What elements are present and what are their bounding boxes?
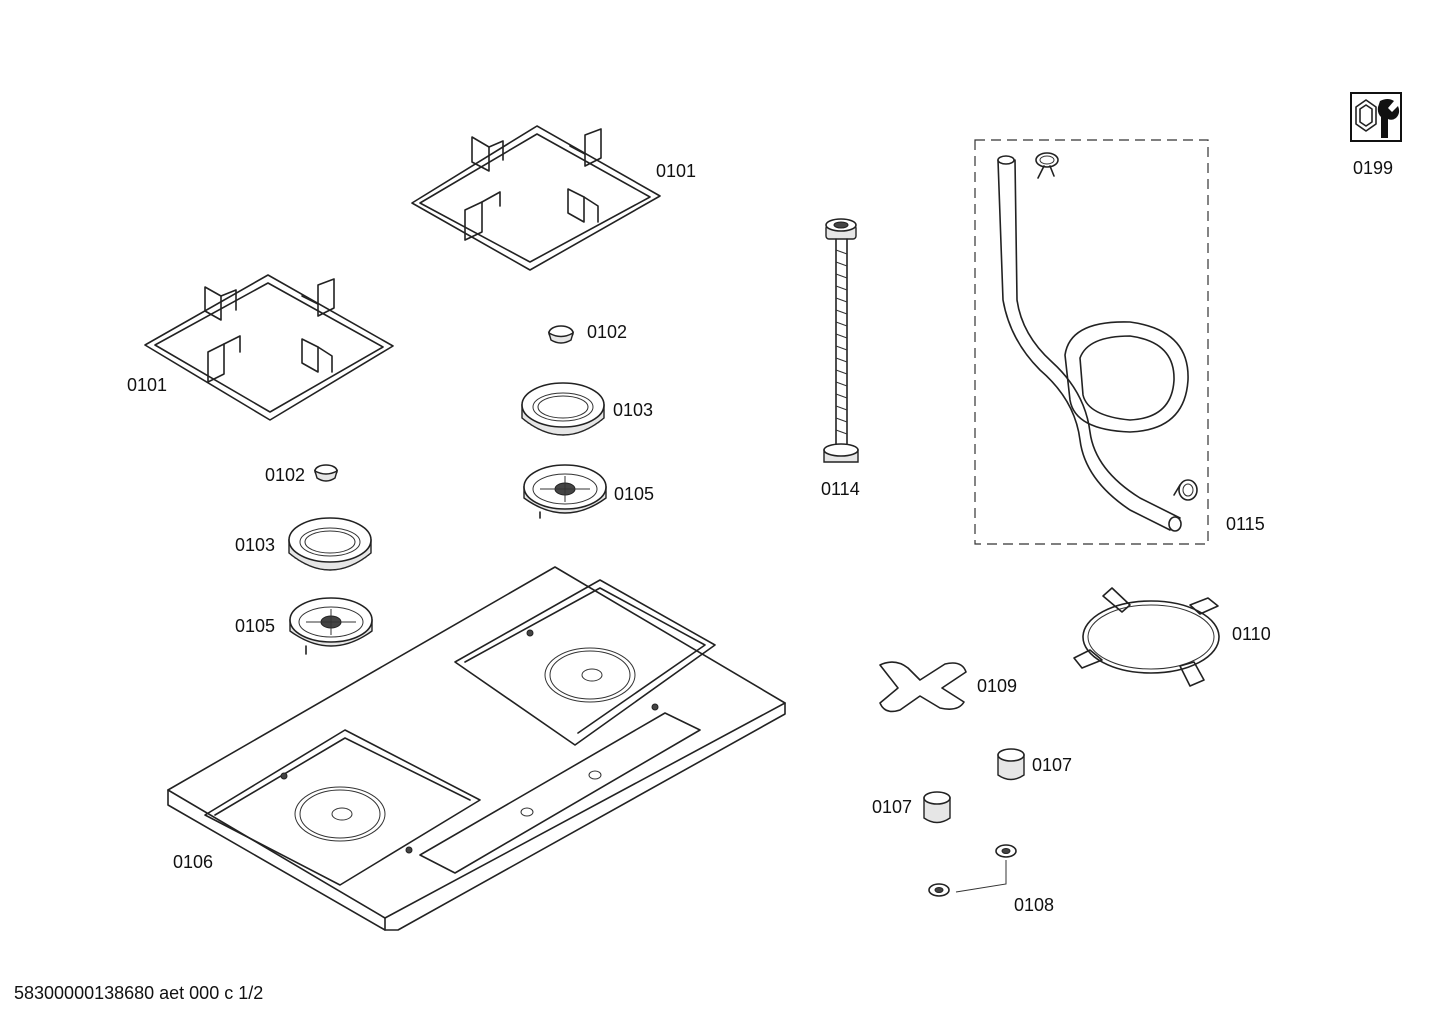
document-id: 58300000138680 aet 000 c 1/2: [14, 983, 263, 1003]
flame-spreader-right[interactable]: [521, 382, 605, 436]
label-simmer-plate: 0109: [977, 676, 1017, 696]
label-burner-base-right: 0105: [614, 484, 654, 504]
burner-base-right[interactable]: [523, 464, 607, 519]
label-burner-base-left: 0105: [235, 616, 275, 636]
label-service-kit: 0199: [1353, 158, 1393, 178]
burner-base-left[interactable]: [289, 597, 373, 655]
pan-support-right[interactable]: [411, 125, 661, 271]
gas-connection-pipe[interactable]: [823, 218, 859, 463]
gas-hose-kit[interactable]: [974, 139, 1209, 545]
label-flame-spreader-left: 0103: [235, 535, 275, 555]
hob-top[interactable]: [167, 566, 786, 931]
burner-cap-left[interactable]: [313, 464, 339, 482]
wok-ring[interactable]: [1073, 587, 1220, 687]
pan-support-left[interactable]: [144, 274, 394, 421]
label-hob-top: 0106: [173, 852, 213, 872]
flame-spreader-left[interactable]: [288, 517, 372, 571]
label-knob-seal: 0108: [1014, 895, 1054, 915]
label-pan-support-left: 0101: [127, 375, 167, 395]
nut-and-wrench-icon[interactable]: [1350, 92, 1402, 142]
simmer-plate[interactable]: [879, 661, 967, 713]
knob-lower[interactable]: [923, 791, 951, 824]
label-wok-ring: 0110: [1232, 624, 1271, 644]
knob-upper[interactable]: [997, 748, 1025, 781]
label-pan-support-right: 0101: [656, 161, 696, 181]
knob-seal[interactable]: [928, 844, 1017, 897]
label-knob-upper: 0107: [1032, 755, 1072, 775]
label-gas-hose-kit: 0115: [1226, 514, 1265, 534]
label-burner-cap-left: 0102: [265, 465, 305, 485]
label-knob-lower: 0107: [872, 797, 912, 817]
label-burner-cap-right: 0102: [587, 322, 627, 342]
burner-cap-right[interactable]: [547, 325, 575, 344]
label-gas-connection-pipe: 0114: [821, 479, 860, 499]
label-flame-spreader-right: 0103: [613, 400, 653, 420]
